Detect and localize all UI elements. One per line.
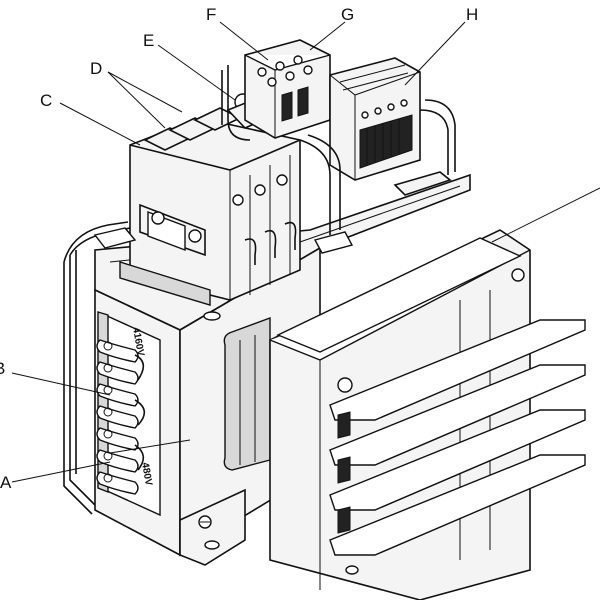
coil-and-fins [269,229,586,600]
callout-d: D [90,59,102,78]
cooling-fin-1 [329,319,586,421]
callout-h: H [466,5,478,24]
callout-e: E [143,31,154,50]
callout-a: A [0,473,12,492]
callout-b: B [0,359,5,378]
primary-terminal-strip: 4160V 480V [96,311,154,495]
callout-f: F [206,5,216,24]
wire-clips [93,227,354,254]
terminal-block-h [299,57,456,235]
terminal-block-fg [221,39,331,141]
cooling-fin-4 [329,454,586,556]
leader-lines [11,21,600,483]
cooling-fin-2 [329,364,586,466]
rating-label-480v: 480V [139,462,154,487]
rating-label-4160v: 4160V [130,327,146,358]
cooling-fin-3 [329,409,586,511]
callout-labels: A B C D E F G H [0,5,478,492]
callout-c: C [40,91,52,110]
terminal-screw-row [96,339,139,495]
callout-g: G [341,5,354,24]
